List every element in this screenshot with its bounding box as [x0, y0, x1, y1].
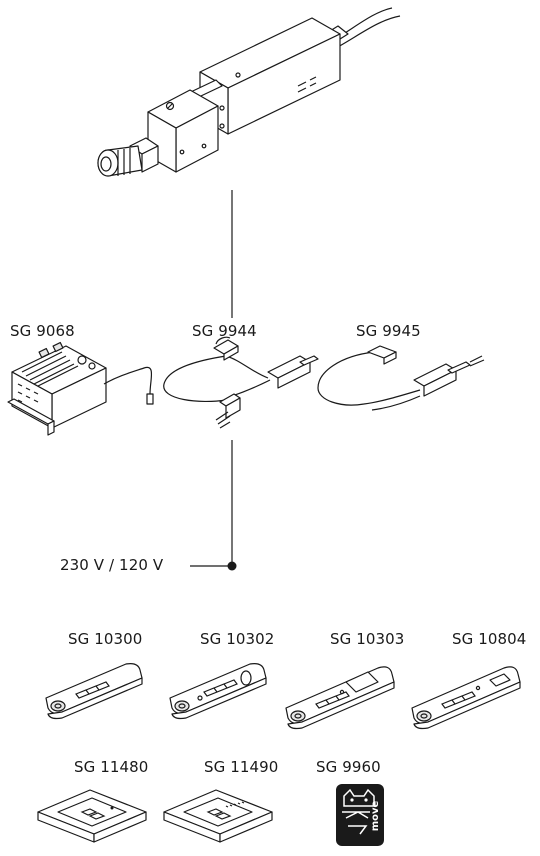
wall-switch-icon [163, 789, 273, 843]
wall-switch-icon [37, 789, 147, 843]
label-sg10303: SG 10303 [330, 630, 405, 648]
remote-control-icon [411, 666, 521, 730]
remote-control-icon [285, 666, 395, 730]
app-logo-icon: move [336, 784, 384, 846]
adapter-cable-icon [163, 336, 319, 429]
label-sg10300: SG 10300 [68, 630, 143, 648]
label-power: 230 V / 120 V [60, 556, 164, 574]
label-sg11480: SG 11480 [74, 758, 149, 776]
label-sg9944: SG 9944 [192, 322, 257, 340]
label-sg10302: SG 10302 [200, 630, 275, 648]
app-logo-text: move [370, 800, 381, 831]
label-sg11490: SG 11490 [204, 758, 279, 776]
remote-control-icon [45, 663, 143, 720]
control-unit-icon [7, 341, 154, 436]
label-sg9068: SG 9068 [10, 322, 75, 340]
label-sg9960: SG 9960 [316, 758, 381, 776]
power-junction-dot [227, 561, 237, 571]
label-sg9945: SG 9945 [356, 322, 421, 340]
cable-icon [317, 345, 485, 411]
remote-control-icon [169, 663, 267, 720]
chain-actuator-icon [97, 7, 401, 177]
label-sg10804: SG 10804 [452, 630, 527, 648]
